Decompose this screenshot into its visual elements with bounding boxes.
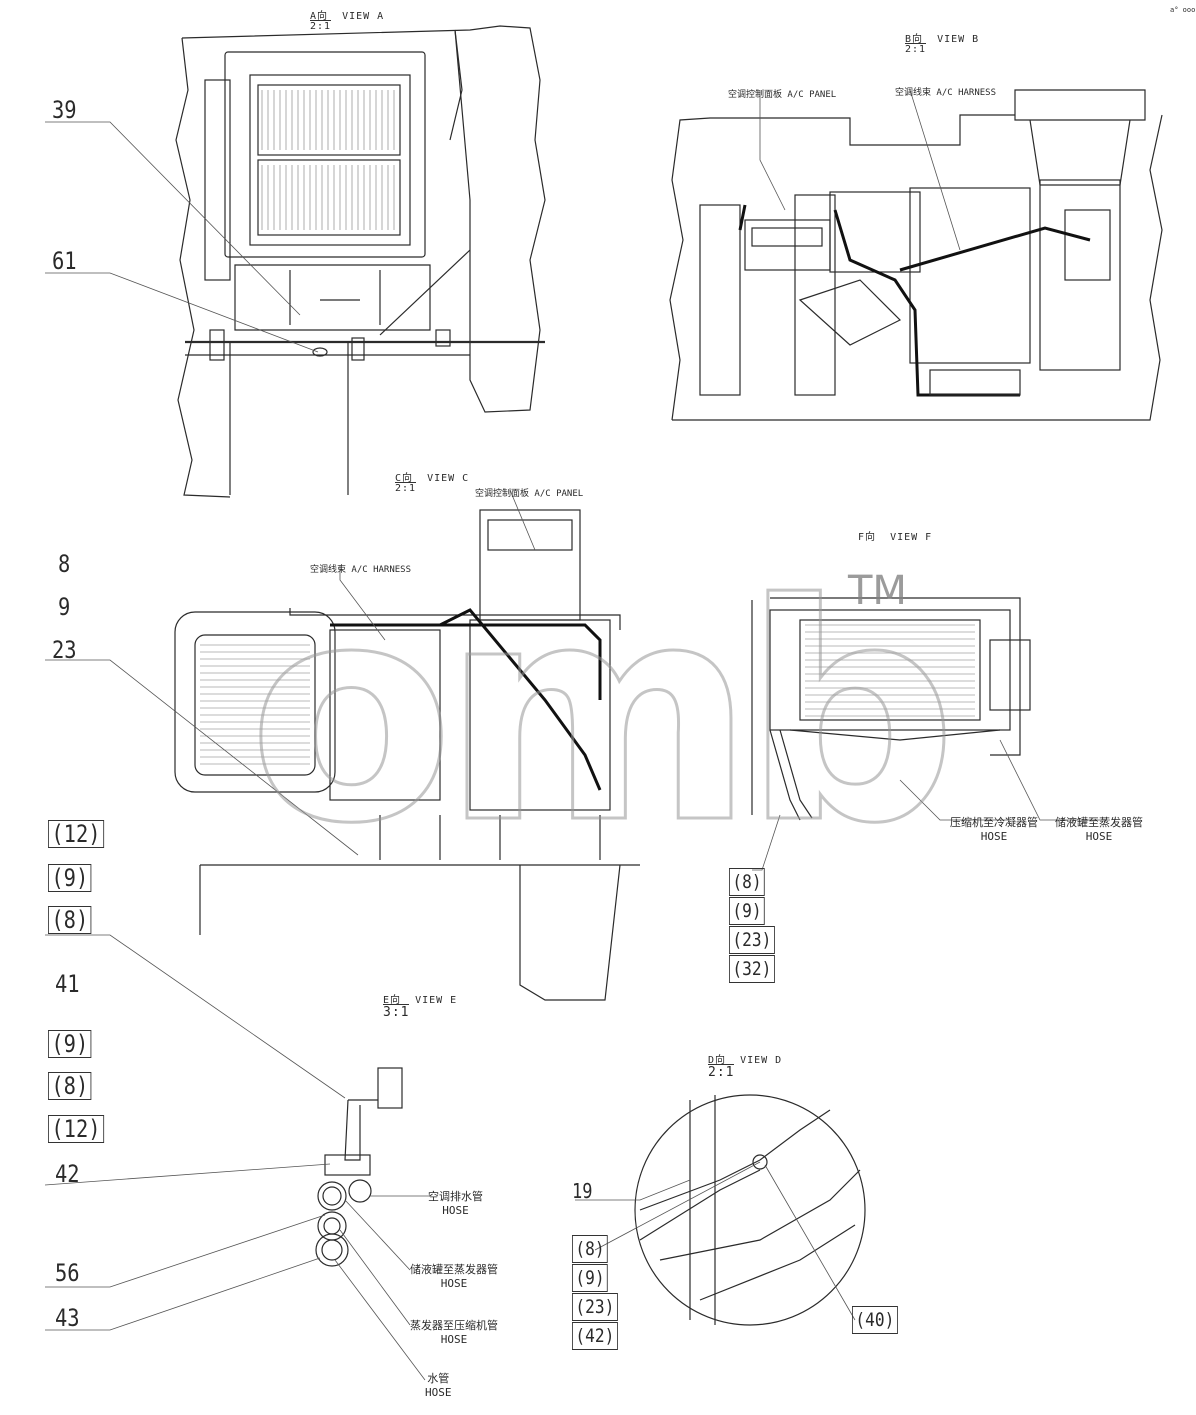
view-f-title: F向 VIEW F	[858, 528, 932, 543]
callout-f-23: (23)	[729, 926, 775, 954]
view-d-scale: 2:1	[708, 1064, 735, 1080]
e-hose2-en: HOSE	[440, 1277, 468, 1290]
callout-d-8: (8)	[572, 1235, 608, 1263]
callout-c-8b: (8)	[48, 906, 92, 934]
view-e-en: VIEW E	[415, 995, 458, 1006]
view-d-en: VIEW D	[740, 1055, 783, 1066]
callout-a-39: 39	[52, 96, 77, 124]
view-f-cn: F向	[858, 532, 877, 543]
view-d-drawing	[634, 1094, 866, 1326]
leader-lines	[44, 89, 1110, 1381]
callout-f-32: (32)	[729, 955, 775, 983]
view-c-drawing	[174, 509, 640, 1001]
watermark-logo: omb	[246, 540, 958, 889]
view-d-title: D向 VIEW D	[708, 1051, 782, 1066]
view-b-title: B向 VIEW B	[905, 30, 979, 45]
f-hose2-cn: 储液罐至蒸发器管	[1055, 816, 1143, 829]
f-hose1-label: 压缩机至冷凝器管 HOSE	[950, 814, 1038, 843]
e-hose4-label: 水管 HOSE	[425, 1370, 452, 1399]
view-d-cn: D向	[708, 1055, 727, 1066]
f-hose2-label: 储液罐至蒸发器管 HOSE	[1055, 814, 1143, 843]
b-harness-note: 空调线束 A/C HARNESS	[895, 88, 997, 98]
e-hose3-en: HOSE	[440, 1333, 468, 1346]
view-b-drawing	[669, 89, 1163, 421]
callout-e-12: (12)	[48, 1115, 104, 1143]
view-c-scale: 2:1	[395, 482, 417, 494]
watermark-tm: TM	[848, 568, 907, 614]
callout-d-19: 19	[572, 1179, 593, 1203]
e-hose3-label: 蒸发器至压缩机管 HOSE	[410, 1317, 498, 1346]
callout-e-9: (9)	[48, 1030, 92, 1058]
view-e-title: E向 VIEW E	[383, 991, 457, 1006]
callout-a-61: 61	[52, 247, 77, 275]
callout-e-42: 42	[55, 1160, 80, 1188]
callout-e-41: 41	[55, 970, 80, 998]
view-c-en: VIEW C	[427, 473, 470, 484]
e-hose1-label: 空调排水管 HOSE	[428, 1188, 483, 1217]
view-e-drawing	[315, 1067, 403, 1267]
callout-d-23: (23)	[572, 1293, 618, 1321]
view-a-title: A向 VIEW A	[310, 7, 384, 22]
e-hose2-cn: 储液罐至蒸发器管	[410, 1263, 498, 1276]
f-hose1-en: HOSE	[980, 830, 1008, 843]
view-e-cn: E向	[383, 995, 402, 1006]
callout-e-56: 56	[55, 1259, 80, 1287]
c-harness-note: 空调线束 A/C HARNESS	[310, 565, 412, 575]
callout-f-8: (8)	[729, 868, 765, 896]
e-hose1-en: HOSE	[442, 1204, 469, 1217]
callout-e-8: (8)	[48, 1072, 92, 1100]
b-panel-note: 空调控制面板 A/C PANEL	[728, 90, 837, 100]
callout-c-12: (12)	[48, 820, 104, 848]
e-hose4-cn: 水管	[427, 1372, 450, 1385]
callout-c-9: 9	[58, 593, 71, 621]
view-e-scale: 3:1	[383, 1004, 410, 1020]
view-b-cn: B向	[905, 34, 924, 45]
view-a-cn: A向	[310, 11, 329, 22]
page-mark: a° ooo	[1170, 6, 1196, 14]
view-c-cn: C向	[395, 473, 414, 484]
view-b-scale: 2:1	[905, 43, 927, 55]
callout-c-9b: (9)	[48, 864, 92, 892]
callout-d-9: (9)	[572, 1264, 608, 1292]
callout-d-42: (42)	[572, 1322, 618, 1350]
f-hose2-en: HOSE	[1085, 830, 1113, 843]
view-a-en: VIEW A	[342, 11, 385, 22]
f-hose1-cn: 压缩机至冷凝器管	[950, 816, 1038, 829]
callout-c-23: 23	[52, 636, 77, 664]
view-a-scale: 2:1	[310, 20, 332, 32]
e-hose4-en: HOSE	[425, 1386, 452, 1399]
e-hose2-label: 储液罐至蒸发器管 HOSE	[410, 1261, 498, 1290]
e-hose1-cn: 空调排水管	[428, 1190, 483, 1203]
view-f-drawing	[751, 597, 1031, 821]
view-b-en: VIEW B	[937, 34, 980, 45]
view-f-en: VIEW F	[890, 532, 933, 543]
callout-e-43: 43	[55, 1304, 80, 1332]
e-hose3-cn: 蒸发器至压缩机管	[410, 1319, 498, 1332]
view-c-title: C向 VIEW C	[395, 469, 469, 484]
c-panel-note: 空调控制面板 A/C PANEL	[475, 489, 584, 499]
callout-f-9: (9)	[729, 897, 765, 925]
callout-d-40: (40)	[852, 1306, 898, 1334]
callout-c-8: 8	[58, 550, 71, 578]
view-a-drawing	[175, 25, 546, 498]
